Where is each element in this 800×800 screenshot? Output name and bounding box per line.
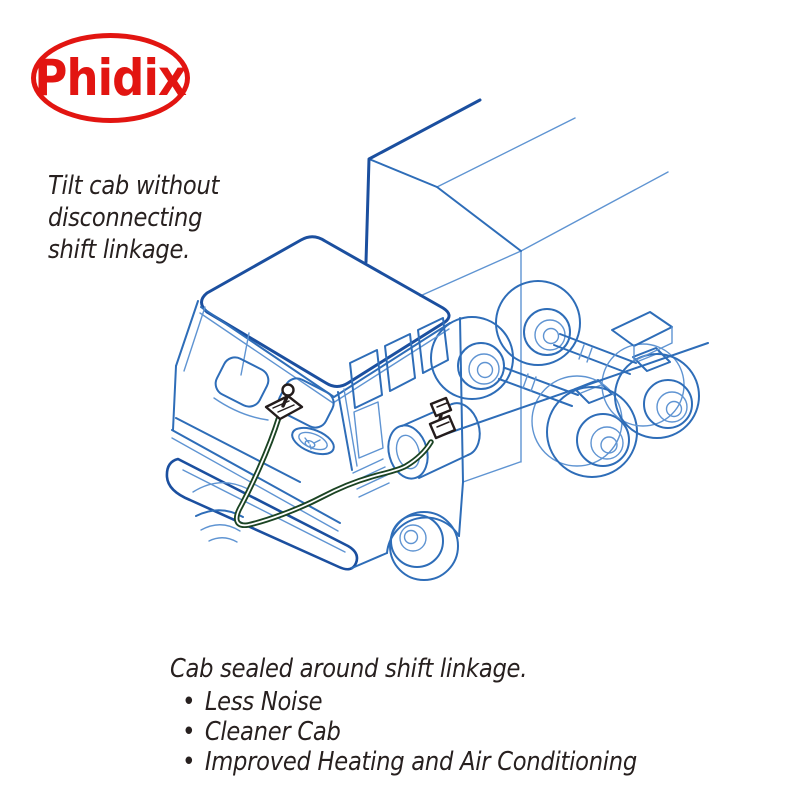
rear-axle-wheels	[430, 280, 709, 483]
bullet-icon: •	[182, 747, 196, 777]
cab-side	[337, 317, 464, 498]
cab-roof	[199, 235, 451, 404]
cab	[165, 235, 464, 571]
bullet-icon: •	[182, 687, 196, 717]
caption-tilt-cab: Tilt cab without disconnecting shift lin…	[48, 171, 220, 265]
transmission-shift-lever	[428, 396, 457, 440]
front-wheel	[389, 511, 459, 581]
bullet-cleaner-cab: • Cleaner Cab	[182, 717, 637, 747]
cab-seats	[213, 356, 335, 429]
frame-rail-line	[439, 342, 709, 437]
shifter-knob	[281, 383, 295, 397]
differential-housing	[611, 311, 673, 362]
footer-heading: Cab sealed around shift linkage.	[170, 654, 528, 684]
bullet-less-noise: • Less Noise	[182, 687, 637, 717]
gear-shifter	[264, 383, 304, 421]
caption-cab-sealed: Cab sealed around shift linkage. • Less …	[170, 653, 637, 777]
bullet-icon: •	[182, 717, 196, 747]
brand-logo-text: Phidix	[34, 49, 188, 107]
bullet-label: Cleaner Cab	[204, 717, 341, 747]
cargo-box	[364, 98, 669, 463]
brand-logo: Phidix	[31, 33, 190, 123]
frame-bottom-line	[462, 461, 521, 483]
bullet-label: Less Noise	[204, 687, 323, 717]
wheel-arch	[351, 481, 464, 569]
side-louvers	[352, 458, 390, 498]
steering-wheel	[291, 426, 335, 456]
bullet-label: Improved Heating and Air Conditioning	[204, 747, 637, 777]
front-bumper	[165, 457, 359, 571]
bullet-improved-hvac: • Improved Heating and Air Conditioning	[182, 747, 637, 777]
shift-cable	[233, 414, 434, 528]
cab-front	[171, 300, 341, 532]
